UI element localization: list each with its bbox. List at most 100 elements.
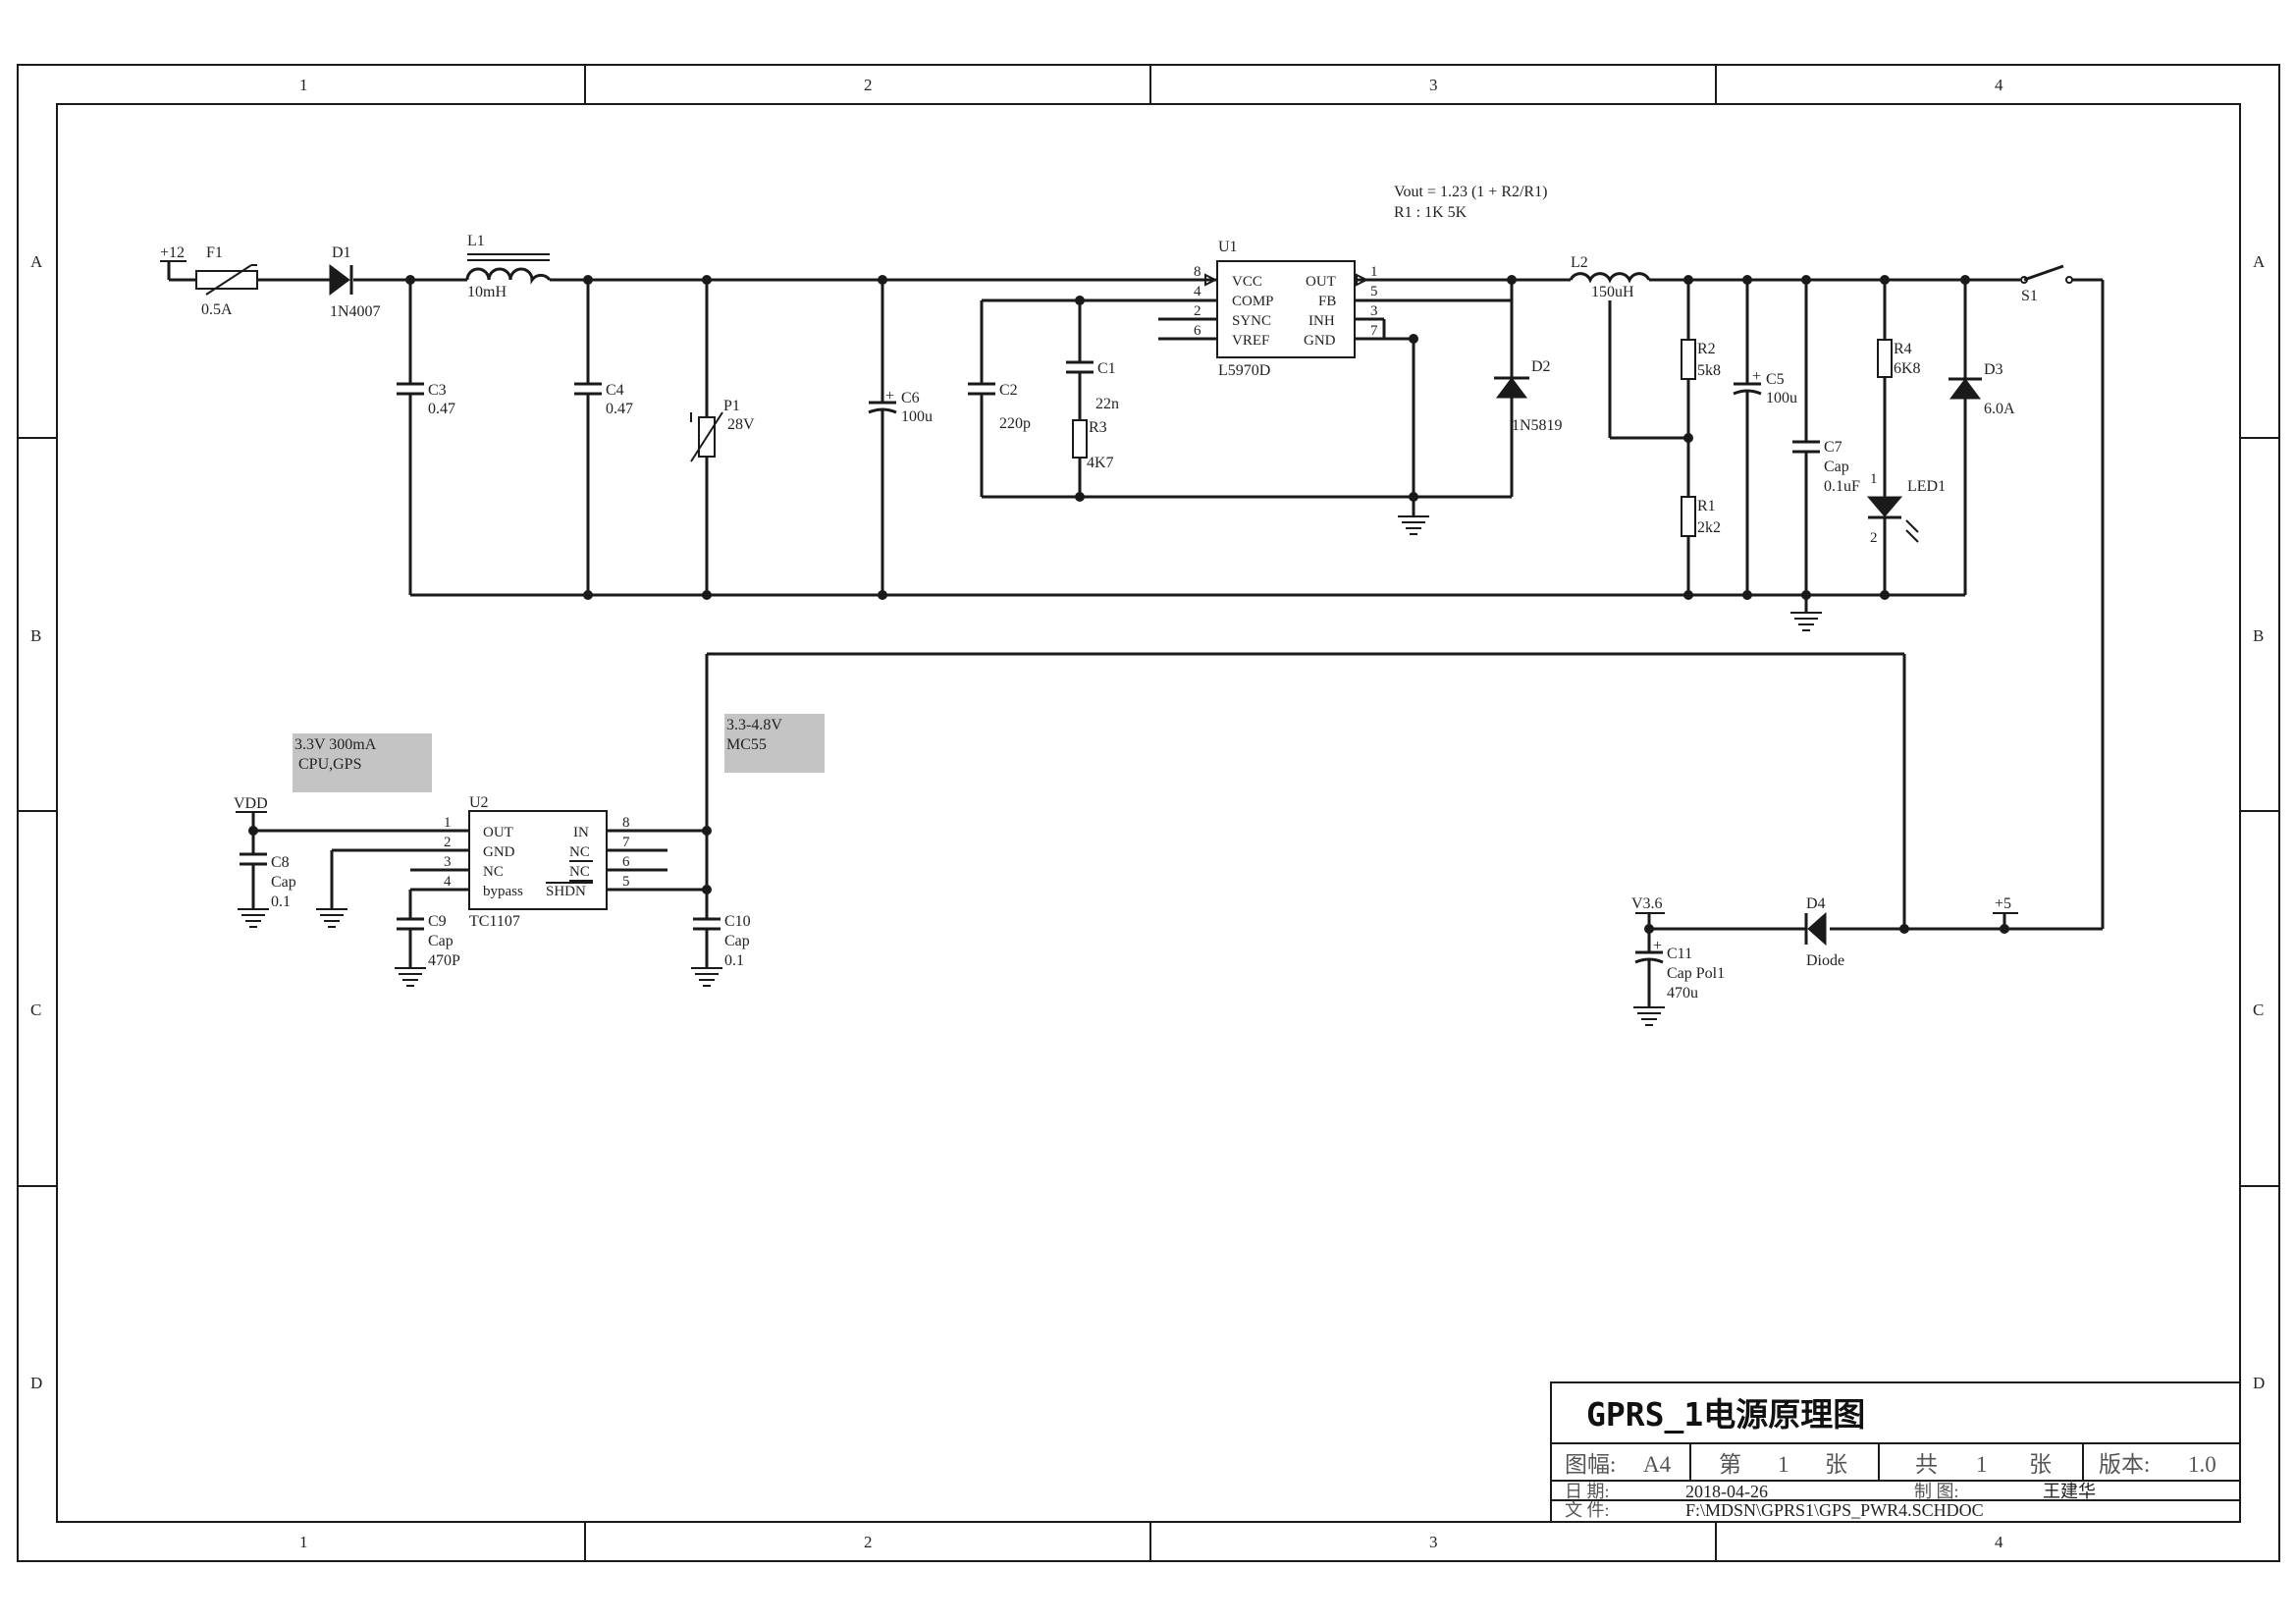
led1-ref: LED1 [1907,478,1946,495]
capacitor-c3: C3 0.47 [397,280,455,595]
c10-value: 0.1 [724,952,744,969]
c5-ref: C5 [1766,371,1785,388]
diode-d2: D2 1N5819 [1494,280,1563,497]
mc55-supply-routing [705,652,2103,931]
r1-ref: R1 [1697,498,1716,514]
title-block-total-num: 1 [1976,1452,1988,1477]
col-label-top-3: 3 [1429,76,1438,94]
note-mc55: 3.3-4.8V MC55 [724,714,825,773]
title-block-file-value: F:\MDSN\GPRS1\GPS_PWR4.SCHDOC [1685,1500,1984,1520]
r1-value: 2k2 [1697,519,1721,536]
title-block-title: GPRS_1电源原理图 [1586,1395,1865,1434]
u2-value: TC1107 [469,913,520,930]
row-label-right-D: D [2253,1374,2265,1392]
u2-pin-nc-6: NC [569,864,590,880]
u1-pin-vcc: VCC [1232,274,1262,290]
d3-value: 6.0A [1984,401,2015,417]
net-label-vdd: VDD [234,795,268,812]
led1-pin1: 1 [1870,471,1878,487]
row-label-left-C: C [30,1001,41,1019]
feedback-divider: R2 5k8 R1 2k2 [1608,280,1721,595]
u1-pinnum-8: 8 [1194,264,1201,280]
u1-pinnum-5: 5 [1370,284,1378,299]
c11-plus: + [1653,938,1662,954]
note-ldo-line1: 3.3V 300mA [294,736,377,753]
d2-value: 1N5819 [1512,417,1563,434]
c7-type: Cap [1824,459,1849,475]
junction-dots [248,275,2009,934]
net-label-p5: +5 [1995,895,2011,912]
c3-ref: C3 [428,382,447,399]
col-label-bottom-1: 1 [299,1533,308,1551]
c7-ref: C7 [1824,439,1842,456]
l2-value: 150uH [1591,284,1634,300]
diode-d3: D3 6.0A [1949,280,2015,595]
c11-value: 470u [1667,985,1698,1001]
title-block-size-label: 图幅: [1565,1452,1616,1477]
led-indicator: R4 6K8 LED1 1 2 [1866,280,1946,595]
net-label-p12: +12 [160,244,185,261]
title-block-drawn-value: 王建华 [2043,1482,2096,1501]
u1-pinnum-1: 1 [1370,264,1378,280]
l1-value: 10mH [467,284,507,300]
c3-value: 0.47 [428,401,455,417]
c8-value: 0.1 [271,893,291,910]
varistor-p1: P1 28V [690,280,755,595]
s1-ref: S1 [2021,288,2038,304]
u2-pin-out: OUT [483,825,513,840]
col-label-top-2: 2 [864,76,873,94]
u1-ref: U1 [1218,239,1238,255]
row-label-right-B: B [2253,626,2264,645]
note-mc55-line2: MC55 [726,736,767,753]
u1-pin-comp: COMP [1232,294,1274,309]
u2-pin-nc-3: NC [483,864,504,880]
fuse-f1: F1 0.5A [195,244,258,318]
col-label-bottom-4: 4 [1995,1533,2003,1551]
note-ldo-line2: CPU,GPS [298,756,361,773]
row-label-right-C: C [2253,1001,2264,1019]
u1-pinnum-7: 7 [1370,323,1378,339]
title-block-sheet-unit: 张 [1825,1452,1847,1477]
capacitor-c7: C7 Cap 0.1uF [1792,280,1860,595]
c8-ref: C8 [271,854,290,871]
note-ldo: 3.3V 300mA CPU,GPS [293,733,432,792]
u2-gnd-routing [316,848,469,928]
d3-ref: D3 [1984,361,2003,378]
r3-value: 4K7 [1087,455,1114,471]
formula-note-line2: R1 : 1K 5K [1394,204,1468,221]
net-label-v36: V3.6 [1631,895,1663,912]
d1-ref: D1 [332,244,351,261]
c10-type: Cap [724,933,750,949]
u2-pinnum-3: 3 [444,854,452,870]
c2-value: 220p [999,415,1031,432]
capacitor-c5: + C5 100u [1733,280,1797,595]
c5-value: 100u [1766,390,1797,406]
u1-pin-fb: FB [1318,294,1336,309]
u2-pin-gnd: GND [483,844,515,860]
col-label-bottom-2: 2 [864,1533,873,1551]
border-labels: 1 2 3 4 1 2 3 4 A B C D A B C D [30,76,2266,1551]
r3-ref: R3 [1089,419,1107,436]
r4-value: 6K8 [1894,360,1921,377]
title-block-date-value: 2018-04-26 [1685,1482,1768,1501]
capacitor-c6: + C6 100u [868,280,933,595]
c1-value: 22n [1095,396,1119,412]
title-block-version-value: 1.0 [2188,1452,2216,1477]
col-label-bottom-3: 3 [1429,1533,1438,1551]
title-block-date-label: 日 期: [1565,1482,1610,1501]
c9-type: Cap [428,933,454,949]
u1-comp-network: C2 220p C1 22n R3 4K7 [968,298,1512,499]
d4-ref: D4 [1806,895,1826,912]
capacitor-c10: C10 Cap 0.1 [691,890,751,987]
l1-ref: L1 [467,233,485,249]
u1-pin-vref: VREF [1232,333,1269,349]
title-block-total-label: 共 [1915,1452,1938,1477]
u2-pinnum-1: 1 [444,815,452,831]
d2-ref: D2 [1531,358,1551,375]
c9-value: 470P [428,952,460,969]
u1-pinnum-2: 2 [1194,303,1201,319]
c4-ref: C4 [606,382,624,399]
u1-pin-inh: INH [1308,313,1335,329]
title-block-version-label: 版本: [2099,1452,2150,1477]
note-mc55-line1: 3.3-4.8V [726,717,782,733]
